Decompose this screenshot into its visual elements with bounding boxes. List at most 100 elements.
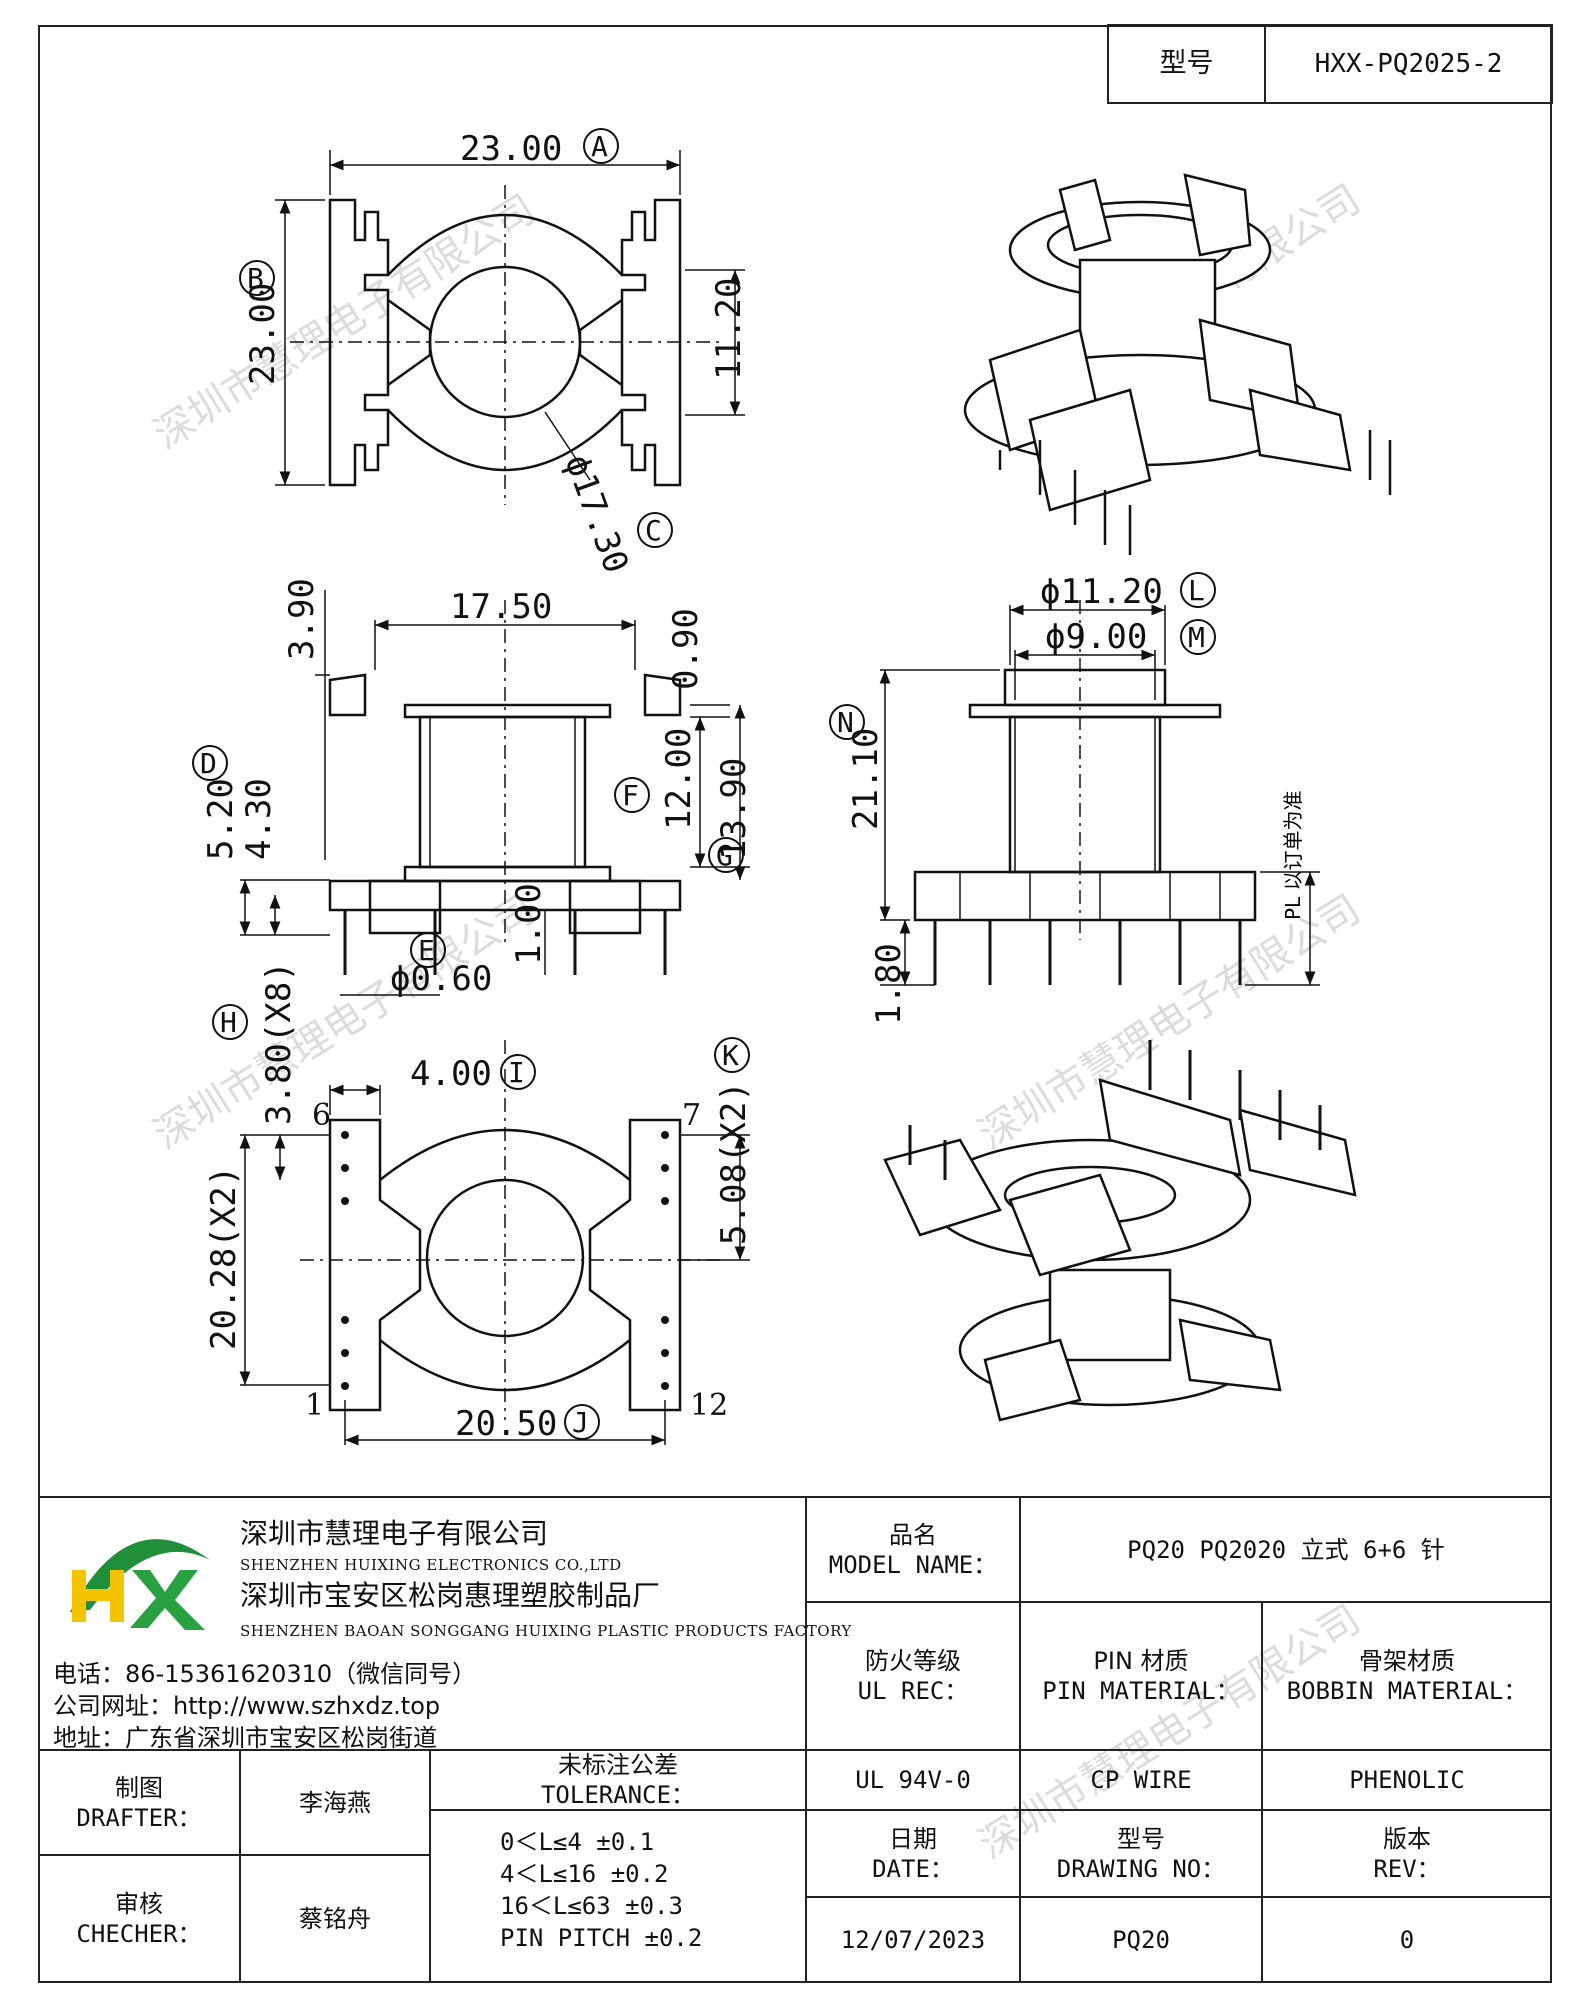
dim-center-dia: ϕ17.30 (557, 449, 637, 578)
svg-text:H: H (220, 1006, 237, 1039)
drafter-name: 李海燕 (299, 1788, 371, 1817)
website[interactable]: 公司网址：http://www.szhxdz.top (53, 1692, 441, 1720)
iso-view-top (963, 173, 1392, 555)
bottom-view (239, 1040, 750, 1446)
model-value: HXX-PQ2025-2 (1314, 48, 1503, 79)
dim-height: 23.00 (243, 283, 283, 385)
dim-base-inner: 4.30 (239, 778, 279, 860)
dim-pin-pitch: 3.80(X8) (259, 961, 299, 1125)
dim-body-height: 12.00 (659, 728, 699, 830)
factory-name-cn: 深圳市宝安区松岗惠理塑胶制品厂 (240, 1579, 661, 1612)
svg-text:F: F (622, 779, 639, 812)
tolerance-table: 0＜L≤4 ±0.1 4＜L≤16 ±0.2 16＜L≤63 ±0.3 PIN … (500, 1826, 702, 1954)
dim-row-span: 20.28(X2) (204, 1166, 244, 1350)
ref-B: B (239, 260, 275, 296)
date-value: 12/07/2023 (840, 1926, 986, 1954)
svg-text:I: I (508, 1056, 525, 1089)
svg-text:G: G (716, 839, 733, 872)
dim-front-height: 21.10 (846, 728, 886, 830)
rev-value: 0 (1399, 1926, 1415, 1954)
front-view (879, 600, 1320, 986)
svg-text:J: J (572, 1406, 589, 1439)
top-view (275, 150, 745, 505)
side-view (239, 590, 750, 996)
pin-material-value: CP WIRE (1090, 1766, 1192, 1794)
model-label: 型号 (1159, 48, 1214, 80)
svg-text:L: L (1188, 574, 1205, 607)
dim-flange-thk: 0.90 (666, 608, 706, 690)
tolerance-row: 16＜L≤63 ±0.3 (500, 1892, 683, 1920)
ref-J: J (564, 1404, 600, 1440)
dim-inner-dia: ϕ9.00 (1045, 617, 1147, 657)
svg-text:C: C (645, 514, 662, 547)
company-info: 深圳市慧理电子有限公司 SHENZHEN HUIXING ELECTRONICS… (240, 1512, 852, 1640)
ref-K: K (714, 1037, 750, 1073)
company-name-cn: 深圳市慧理电子有限公司 (240, 1517, 549, 1550)
dim-pin-span: 20.50 (455, 1404, 557, 1444)
checker-name: 蔡铭舟 (299, 1905, 371, 1933)
drawing-frame (38, 25, 1552, 1983)
contact-info: 电话：86-15361620310（微信同号） 公司网址：http://www.… (53, 1658, 476, 1754)
pin-label-6: 6 (312, 1098, 331, 1133)
dim-pin-offset: 1.00 (509, 883, 549, 965)
dim-slot-width: 4.00 (410, 1054, 492, 1094)
tolerance-row: 0＜L≤4 ±0.1 (500, 1828, 655, 1856)
ref-D: D (192, 745, 228, 781)
model-box (1107, 24, 1553, 104)
ref-A: A (583, 128, 619, 164)
dim-flange-width: 17.50 (450, 587, 552, 627)
dim-row-pitch: 5.08(X2) (714, 1081, 754, 1245)
address: 地址：广东省深圳市宝安区松岗街道 (53, 1724, 437, 1752)
factory-name-en: SHENZHEN BAOAN SONGGANG HUIXING PLASTIC … (240, 1622, 852, 1640)
svg-text:E: E (418, 934, 435, 967)
ref-H: H (212, 1004, 248, 1040)
ul-value: UL 94V-0 (855, 1766, 971, 1794)
svg-text:D: D (200, 747, 217, 780)
watermark: 深圳市慧理电子有限公司 (146, 186, 544, 458)
phone: 电话：86-15361620310（微信同号） (53, 1660, 477, 1688)
company-name-en: SHENZHEN HUIXING ELECTRONICS CO.,LTD (240, 1556, 622, 1574)
ref-L: L (1180, 572, 1216, 608)
ref-N: N (829, 704, 865, 740)
pin-label-12: 12 (690, 1388, 728, 1423)
bottom-pin-marks (341, 1131, 669, 1390)
ref-F: F (614, 777, 650, 813)
dim-top-height: 3.90 (282, 578, 322, 660)
dim-total-height: 13.90 (714, 758, 754, 860)
dim-base-height: 5.20 (201, 778, 241, 860)
ref-G: G (708, 837, 744, 873)
svg-text:A: A (591, 130, 608, 163)
ref-M: M (1180, 619, 1216, 655)
dim-slot-height: 11.20 (709, 278, 749, 380)
ref-C: C (637, 512, 673, 548)
model-name-value: PQ20 PQ2020 立式 6+6 针 (1127, 1535, 1445, 1564)
dim-pin-length: 1.80 (869, 943, 909, 1025)
dim-width: 23.00 (460, 129, 562, 169)
tolerance-row: 4＜L≤16 ±0.2 (500, 1860, 669, 1888)
svg-text:M: M (1188, 621, 1205, 654)
dim-pin-dia: ϕ0.60 (390, 959, 492, 999)
pl-note: PL 以订单为准 (1281, 790, 1305, 920)
svg-text:B: B (247, 262, 264, 295)
bobbin-material-value: PHENOLIC (1349, 1766, 1465, 1794)
dim-outer-dia: ϕ11.20 (1040, 572, 1163, 612)
svg-text:K: K (722, 1039, 739, 1072)
iso-view-bottom (883, 1040, 1357, 1422)
svg-text:N: N (837, 706, 854, 739)
ref-I: I (500, 1054, 536, 1090)
ref-E: E (410, 932, 446, 968)
tolerance-row: PIN PITCH ±0.2 (500, 1924, 703, 1952)
title-block-grid (38, 1496, 1552, 1983)
pin-label-7: 7 (682, 1098, 701, 1133)
company-logo (70, 1539, 210, 1630)
